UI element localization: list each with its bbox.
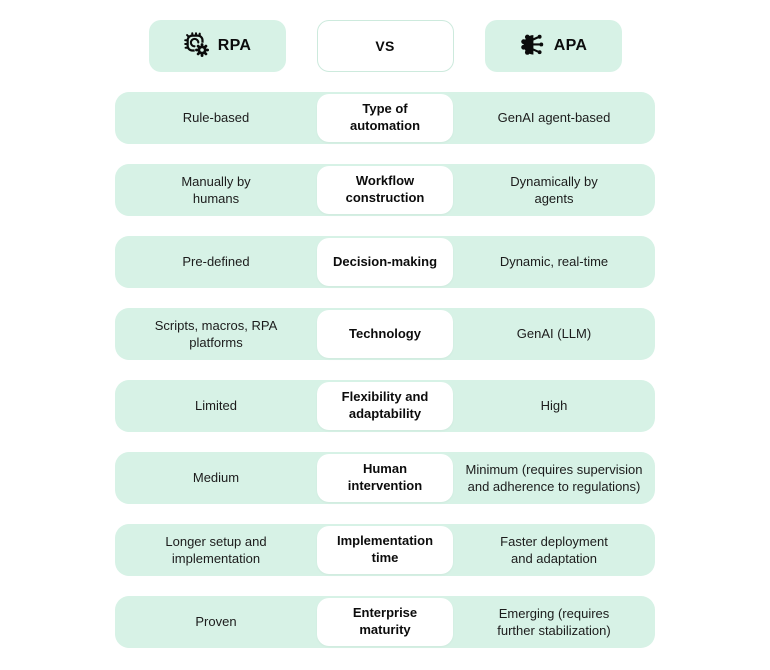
rpa-value: Proven bbox=[195, 614, 237, 630]
apa-value: GenAI (LLM) bbox=[516, 326, 592, 342]
header-apa-badge: APA bbox=[484, 20, 622, 72]
row-label: Workflow construction bbox=[317, 166, 453, 214]
row-implementation-time: Longer setup and implementation Implemen… bbox=[115, 524, 655, 576]
header-vs-label: VS bbox=[375, 38, 395, 54]
rpa-value: Manually by humans bbox=[181, 173, 251, 206]
rpa-value: Limited bbox=[195, 398, 237, 414]
apa-value: Dynamic, real-time bbox=[499, 254, 609, 270]
row-flexibility-adaptability: Limited Flexibility and adaptability Hig… bbox=[115, 380, 655, 432]
rpa-value: Longer setup and implementation bbox=[165, 533, 267, 566]
rpa-value: Scripts, macros, RPA platforms bbox=[154, 317, 278, 350]
apa-value: Minimum (requires supervision and adhere… bbox=[465, 461, 643, 494]
row-label: Flexibility and adaptability bbox=[317, 382, 453, 430]
apa-value: Dynamically by agents bbox=[510, 173, 598, 206]
header-rpa-label: RPA bbox=[217, 37, 252, 54]
header-rpa-badge: RPA bbox=[148, 20, 286, 72]
row-human-intervention: Medium Human intervention Minimum (requi… bbox=[115, 452, 655, 504]
chip-gear-icon bbox=[183, 31, 210, 62]
row-label: Type of automation bbox=[317, 94, 453, 142]
rpa-value: Pre-defined bbox=[182, 254, 250, 270]
header-apa-label: APA bbox=[553, 37, 588, 54]
ai-brain-circuit-icon bbox=[519, 31, 545, 62]
row-label: Human intervention bbox=[317, 454, 453, 502]
header-row: RPA VS bbox=[115, 20, 655, 72]
row-label: Enterprise maturity bbox=[317, 598, 453, 646]
apa-value: Emerging (requires further stabilization… bbox=[497, 605, 611, 638]
comparison-table: RPA VS bbox=[115, 0, 655, 648]
apa-value: Faster deployment and adaptation bbox=[500, 533, 608, 566]
rpa-value: Rule-based bbox=[182, 110, 250, 126]
row-label: Technology bbox=[317, 310, 453, 358]
row-type-of-automation: Rule-based Type of automation GenAI agen… bbox=[115, 92, 655, 144]
row-technology: Scripts, macros, RPA platforms Technolog… bbox=[115, 308, 655, 360]
header-vs-badge: VS bbox=[316, 20, 454, 72]
row-label: Decision-making bbox=[317, 238, 453, 286]
rpa-value: Medium bbox=[192, 470, 240, 486]
row-label: Implementation time bbox=[317, 526, 453, 574]
row-enterprise-maturity: Proven Enterprise maturity Emerging (req… bbox=[115, 596, 655, 648]
row-workflow-construction: Manually by humans Workflow construction… bbox=[115, 164, 655, 216]
apa-value: GenAI agent-based bbox=[497, 110, 611, 126]
row-decision-making: Pre-defined Decision-making Dynamic, rea… bbox=[115, 236, 655, 288]
apa-value: High bbox=[540, 398, 568, 414]
